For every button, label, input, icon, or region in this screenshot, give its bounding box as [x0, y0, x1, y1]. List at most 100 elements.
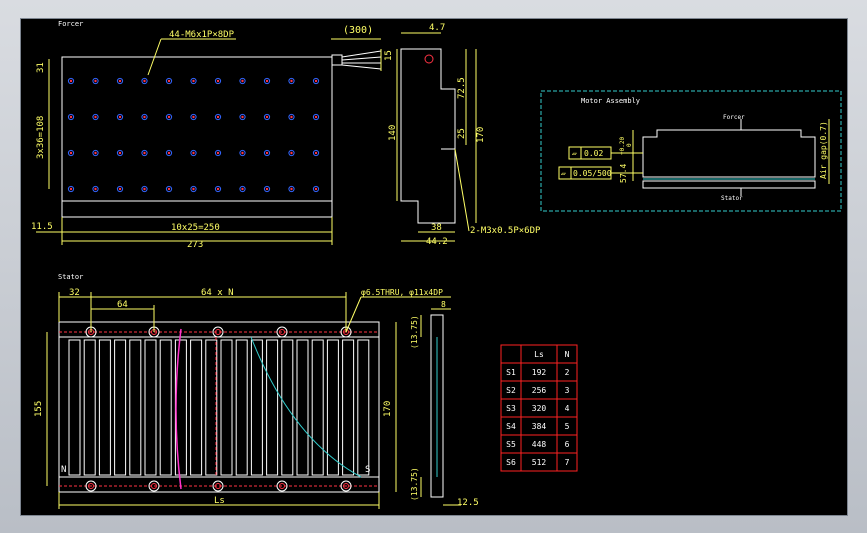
hole-callout: φ6.5THRU, φ11x4DP — [361, 288, 443, 297]
dim-4-7: 4.7 — [429, 23, 445, 33]
table-value: S1 — [506, 368, 516, 377]
forcer-top-view: Forcer (300) 44-M6x1P×8DP 31 — [31, 20, 382, 250]
forcer-hole — [288, 149, 295, 157]
dim-140: 140 — [388, 125, 398, 141]
forcer-hole — [92, 77, 99, 85]
forcer-hole-center — [143, 187, 146, 191]
air-gap-label: Air gap(0.7) — [819, 121, 828, 179]
forcer-hole-center — [118, 151, 122, 155]
dim-44-2: 44.2 — [426, 237, 448, 247]
forcer-hole — [190, 113, 197, 121]
forcer-hole-center — [241, 187, 244, 191]
stator-magnet-slots — [68, 339, 370, 476]
table-header: Ls — [534, 350, 544, 359]
forcer-hole-center — [290, 187, 293, 191]
table-value: 6 — [565, 440, 570, 449]
forcer-hole-center — [69, 151, 73, 155]
table-value: 256 — [532, 386, 547, 395]
forcer-hole — [92, 113, 99, 121]
forcer-hole-center — [314, 79, 318, 83]
table-value: S5 — [506, 440, 516, 449]
flatness-icon: ▱ — [572, 149, 577, 158]
forcer-hole-center — [216, 151, 220, 155]
forcer-hole-center — [167, 187, 171, 191]
forcer-hole-center — [69, 187, 73, 191]
magnet-slot — [190, 339, 203, 476]
assembly-forcer — [642, 129, 816, 178]
assembly-title: Motor Assembly — [581, 97, 640, 105]
forcer-hole — [116, 77, 124, 85]
forcer-hole-center — [118, 187, 122, 191]
forcer-hole-center — [167, 79, 171, 83]
forcer-hole-center — [167, 151, 171, 155]
forcer-hole-center — [265, 151, 269, 155]
forcer-hole — [141, 113, 148, 121]
forcer-hole — [141, 149, 148, 157]
forcer-hole-center — [241, 79, 244, 83]
table-cell — [500, 344, 522, 364]
forcer-hole-grid — [67, 77, 320, 193]
assembly-forcer-label: Forcer — [723, 114, 745, 121]
stator-hole-top — [276, 326, 288, 338]
forcer-outline — [61, 56, 333, 218]
forcer-hole-center — [192, 187, 195, 191]
forcer-hole — [214, 185, 222, 193]
dim-3x36: 3x36=108 — [36, 116, 46, 159]
forcer-hole — [239, 149, 246, 157]
assembly-height: 57.4 — [619, 164, 628, 183]
stator-break-curve — [250, 336, 362, 478]
forcer-hole — [67, 77, 75, 85]
forcer-hole-center — [265, 79, 269, 83]
forcer-hole-center — [265, 115, 269, 119]
forcer-hole-center — [216, 115, 220, 119]
parallel-icon: ▱ — [561, 169, 566, 178]
dim-ls: Ls — [214, 496, 225, 506]
forcer-hole-center — [118, 79, 122, 83]
magnet-slot — [114, 339, 127, 476]
stator-top-view: Stator N S 32 64 64 x — [34, 273, 451, 509]
forcer-hole — [312, 77, 320, 85]
table-value: S2 — [506, 386, 516, 395]
thread-callout: 44-M6x1P×8DP — [169, 30, 235, 40]
stator-hole-bottom — [276, 480, 288, 492]
magnet-slot — [83, 339, 96, 476]
stator-outline — [58, 321, 380, 493]
stator-hole-bottom-inner — [343, 483, 349, 489]
forcer-hole — [288, 185, 295, 193]
forcer-hole-center — [94, 115, 97, 119]
stator-hole-bottom — [148, 480, 160, 492]
cable-dim-label: (300) — [343, 25, 373, 36]
stator-side-dimension-lines — [420, 308, 461, 506]
magnet-slot — [357, 339, 370, 476]
table-value: 192 — [532, 368, 547, 377]
magnet-slot — [342, 339, 355, 476]
forcer-hole — [141, 185, 148, 193]
table-value: S3 — [506, 404, 516, 413]
magnet-slot — [68, 339, 81, 476]
magnet-slot — [250, 339, 263, 476]
dim-32: 32 — [69, 288, 80, 298]
forcer-hole — [67, 149, 75, 157]
forcer-hole — [312, 149, 320, 157]
table-value: S6 — [506, 458, 516, 467]
forcer-dimension-lines — [36, 38, 381, 245]
dim-64xN: 64 x N — [201, 288, 234, 298]
stator-hole-top — [212, 326, 224, 338]
stator-title: Stator — [58, 273, 83, 281]
magnet-slot — [144, 339, 157, 476]
dim-38: 38 — [431, 223, 442, 233]
table-value: 7 — [565, 458, 570, 467]
side-view-dimension-lines — [396, 32, 477, 242]
dim-72-5: 72.5 — [457, 77, 467, 99]
stator-break-line — [175, 328, 182, 490]
side-view-outline — [400, 48, 456, 224]
dim-155: 155 — [34, 401, 44, 417]
magnet-slot — [296, 339, 309, 476]
forcer-hole-center — [290, 151, 293, 155]
dim-11-5: 11.5 — [31, 222, 53, 232]
forcer-hole-center — [192, 115, 195, 119]
forcer-hole-center — [314, 115, 318, 119]
drawing-viewport[interactable]: Forcer (300) 44-M6x1P×8DP 31 — [20, 18, 848, 516]
forcer-hole — [263, 185, 271, 193]
